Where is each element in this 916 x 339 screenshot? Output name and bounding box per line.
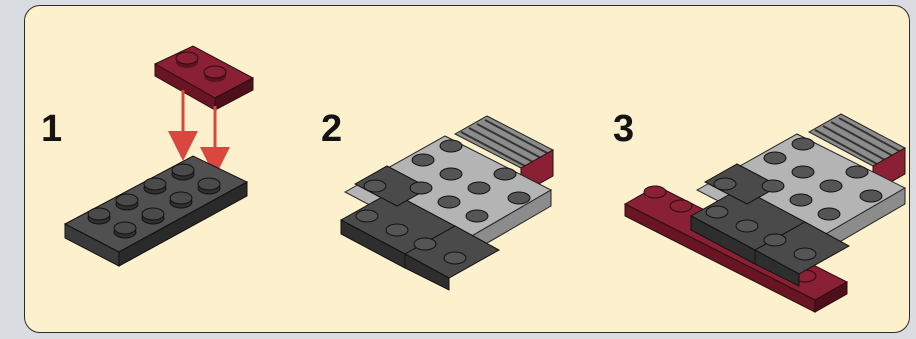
instruction-illustration xyxy=(25,6,910,333)
step-3-illustration xyxy=(625,114,905,312)
step-1-gray-plate xyxy=(65,156,247,266)
step-1-red-plate xyxy=(155,46,253,110)
instruction-panel: 1 2 3 xyxy=(24,5,910,333)
step-1-illustration xyxy=(65,46,253,266)
step-2-illustration xyxy=(341,116,553,290)
